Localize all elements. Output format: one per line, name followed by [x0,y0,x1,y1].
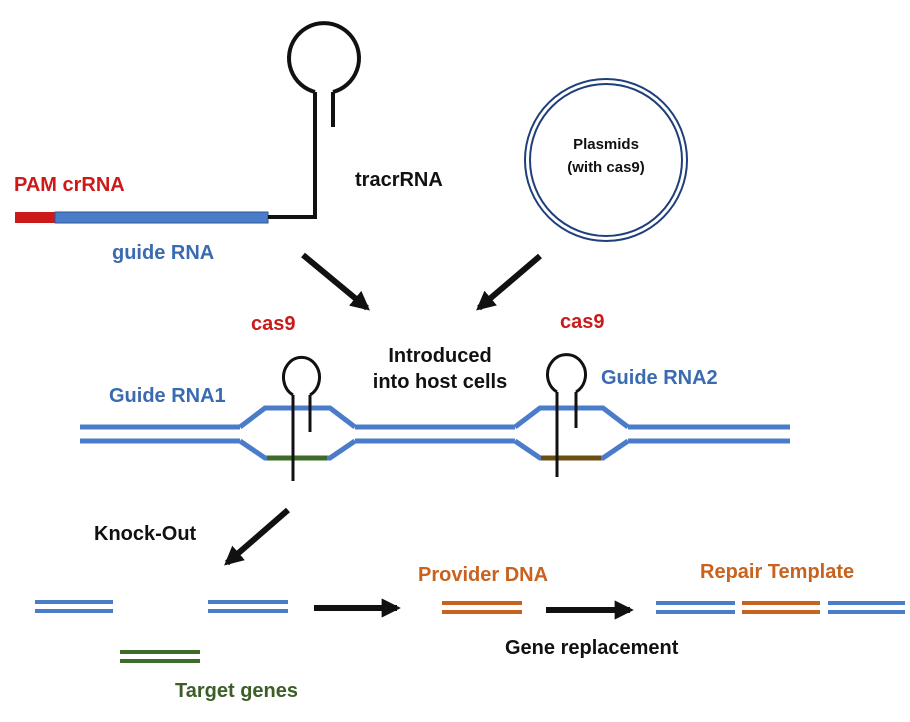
tracrrna-label: tracrRNA [355,169,443,191]
arrow-knock-out [224,507,290,566]
plasmid-inner-ring [529,83,683,237]
gene-replacement-label: Gene replacement [505,637,679,659]
guide-rna-label: guide RNA [112,242,215,264]
cas9-label-left: cas9 [251,313,296,335]
guide-rna1-label: Guide RNA1 [109,385,226,407]
repaired-dna [656,601,905,614]
arrow-plasmid-to-host [476,253,542,311]
provider-dna-label: Provider DNA [418,564,549,586]
tracrrna-strand [268,92,317,219]
introduced-label: Introduced [388,345,492,367]
pam-crrna-label: PAM crRNA [14,174,125,196]
bubble2-bottom [513,438,630,461]
cas9-label-right: cas9 [560,311,605,333]
guide-rna-segment [54,211,269,224]
bubble1-bottom [238,438,357,461]
plasmid [524,78,688,242]
knocked-out-dna [35,600,288,613]
guide-rna2-label: Guide RNA2 [601,367,718,389]
repair-template-label: Repair Template [700,561,855,583]
arrow-guide-to-host [301,252,370,311]
knock-out-label: Knock-Out [94,523,197,545]
host-dna-duplex [80,405,790,461]
target-genes-fragment [120,650,200,663]
pam-segment [15,212,57,223]
bubble2-top [513,405,630,429]
bubble1-top [238,405,357,429]
plasmids-subtitle: (with cas9) [567,159,645,176]
cas9-hairpin-2 [546,353,587,394]
crrna-tracrrna-construct [15,21,361,224]
target-genes-label: Target genes [175,680,298,702]
plasmids-label: Plasmids [573,136,639,153]
cas9-hairpin-1 [282,355,321,397]
cas9-complex-2 [541,353,601,477]
provider-dna [442,601,522,614]
plasmid-outer-ring [524,78,688,242]
tracrrna-hairpin-loop [287,21,361,94]
introduced-subtitle: into host cells [372,371,508,393]
cas9-complex-1 [267,355,327,481]
